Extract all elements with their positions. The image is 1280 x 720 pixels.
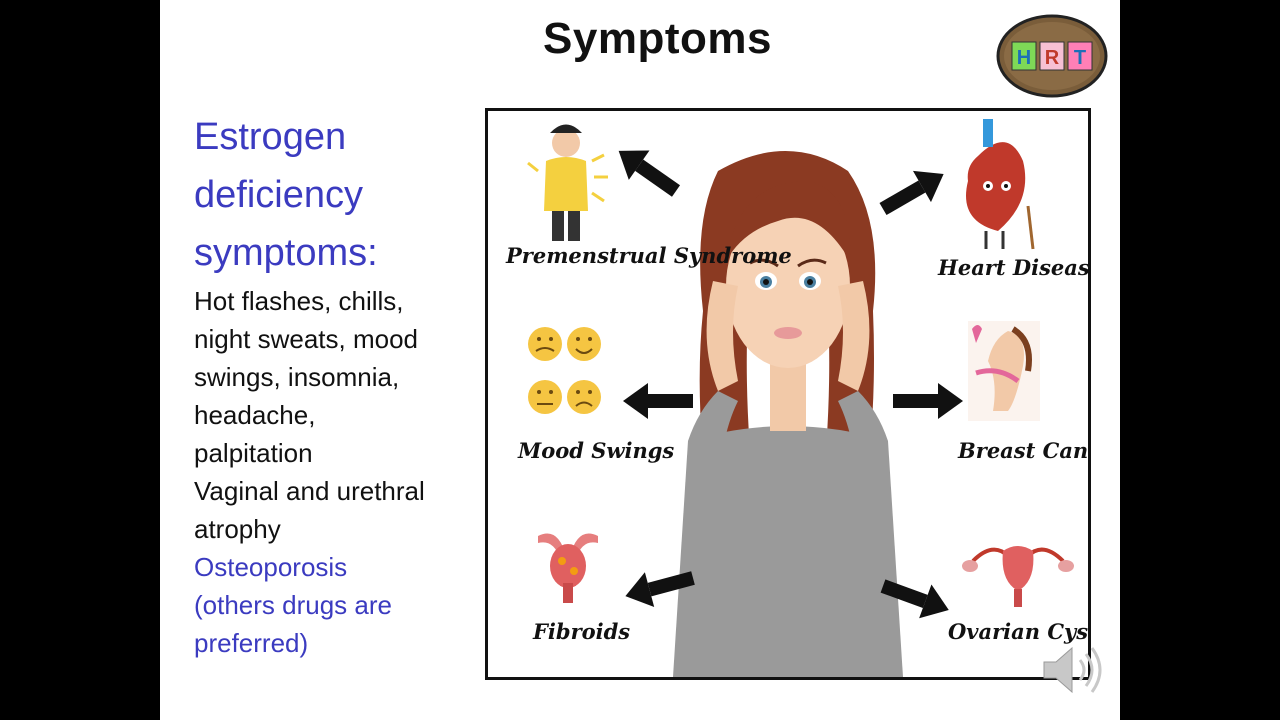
arrow-breast bbox=[893, 383, 963, 419]
symptoms-heading: Estrogen deficiency symptoms: bbox=[194, 108, 484, 282]
arrow-heart bbox=[879, 170, 944, 216]
label-premenstrual-syndrome: Premenstrual Syndrome bbox=[506, 243, 792, 268]
label-ovarian-cysts: Ovarian Cysts bbox=[948, 619, 1089, 644]
symptom-line: palpitation bbox=[194, 438, 313, 468]
logo-letter-t: T bbox=[1074, 47, 1086, 69]
logo-letter-h: H bbox=[1017, 47, 1031, 69]
mood-emoji-icon bbox=[528, 327, 601, 414]
uterus-icon bbox=[538, 533, 598, 603]
speaker-icon[interactable] bbox=[1038, 640, 1104, 700]
note-line: preferred) bbox=[194, 628, 309, 658]
symptom-text-block: Estrogen deficiency symptoms: Hot flashe… bbox=[194, 108, 484, 662]
hrt-logo: H R T bbox=[996, 14, 1108, 98]
slide-title: Symptoms bbox=[543, 14, 772, 63]
note-line: Osteoporosis bbox=[194, 552, 348, 582]
pms-person-icon bbox=[527, 124, 608, 241]
symptom-list: Hot flashes, chills, night sweats, mood … bbox=[194, 282, 484, 662]
arrow-fibroids bbox=[625, 571, 695, 608]
note-line: (others drugs are bbox=[194, 590, 392, 620]
arrows bbox=[618, 150, 963, 619]
arrow-pms bbox=[618, 150, 681, 197]
symptoms-figure: Premenstrual Syndrome Heart Disease Mood… bbox=[485, 108, 1091, 680]
label-heart-disease: Heart Disease bbox=[938, 255, 1091, 280]
slide: Symptoms H R T Estrogen deficiency sympt… bbox=[160, 0, 1120, 720]
symptom-line: atrophy bbox=[194, 514, 281, 544]
symptom-line: Vaginal and urethral bbox=[194, 476, 425, 506]
label-mood-swings: Mood Swings bbox=[518, 438, 675, 463]
breast-cancer-icon bbox=[968, 321, 1040, 421]
heading-line: symptoms: bbox=[194, 232, 378, 274]
label-fibroids: Fibroids bbox=[533, 619, 631, 644]
label-breast-cancer: Breast Cancer bbox=[958, 438, 1089, 463]
figure-art bbox=[527, 119, 1074, 677]
symptom-line: Hot flashes, chills, bbox=[194, 286, 404, 316]
heart-icon bbox=[966, 119, 1035, 250]
woman-headache-icon bbox=[673, 151, 903, 677]
arrow-mood bbox=[623, 383, 693, 419]
logo-letter-r: R bbox=[1045, 47, 1060, 69]
symptom-line: headache, bbox=[194, 400, 316, 430]
symptom-line: night sweats, mood bbox=[194, 324, 419, 354]
symptom-line: swings, insomnia, bbox=[194, 362, 400, 392]
heading-line: Estrogen bbox=[194, 116, 347, 158]
heading-line: deficiency bbox=[194, 174, 363, 216]
ovaries-icon bbox=[962, 546, 1074, 607]
arrow-ovarian bbox=[880, 579, 949, 619]
